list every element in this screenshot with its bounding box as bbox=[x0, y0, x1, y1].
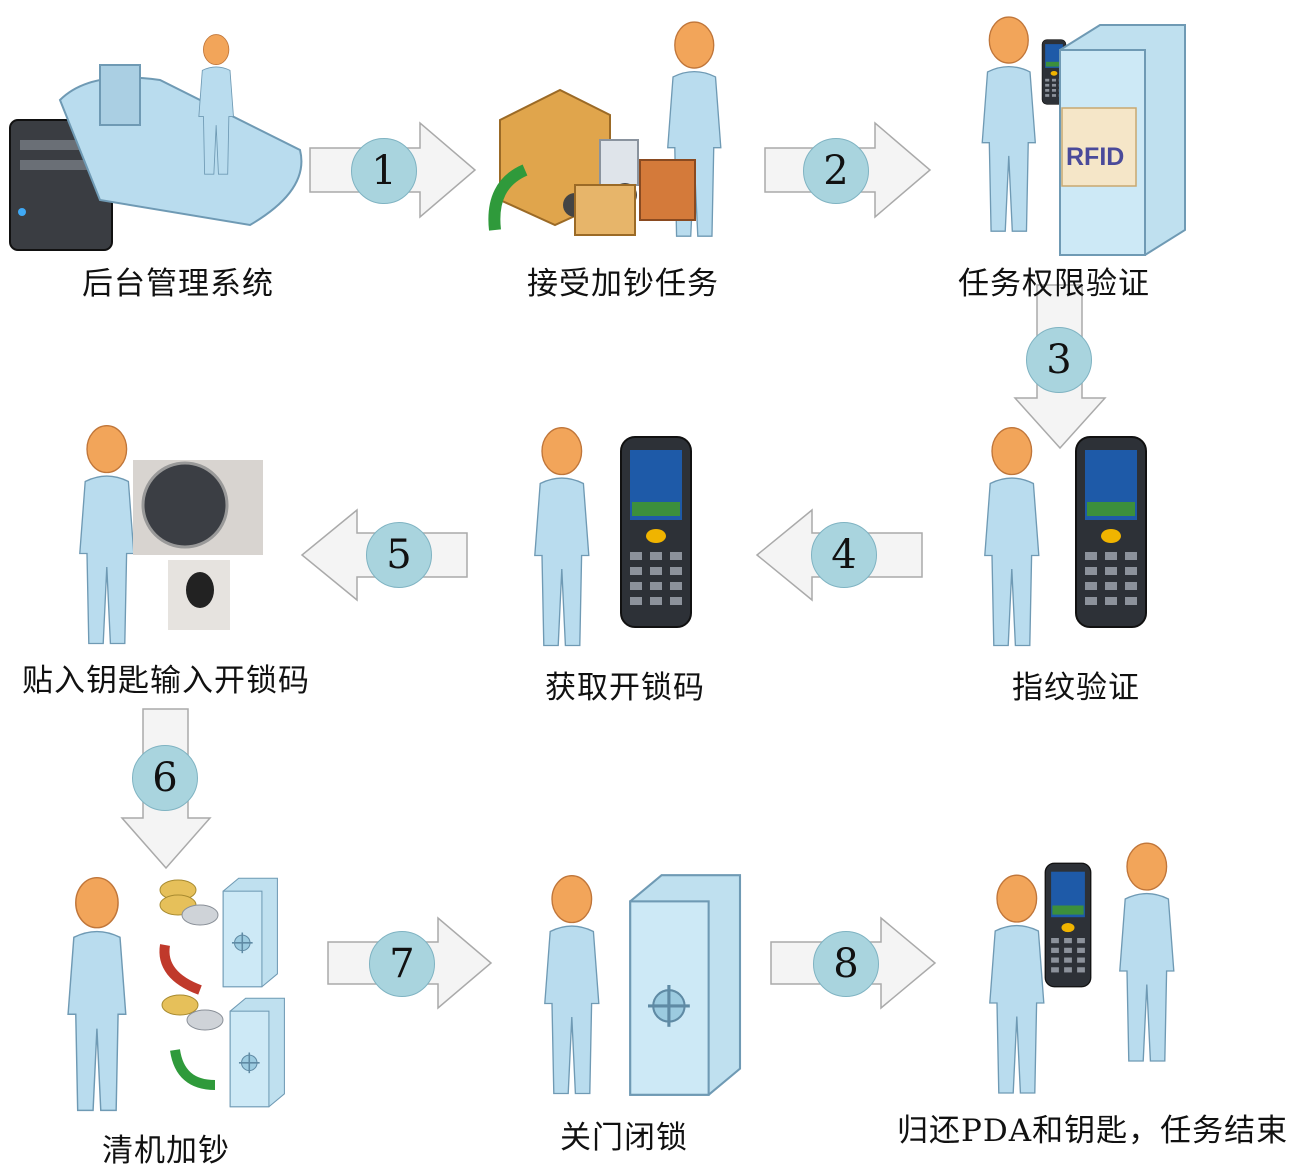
step-number-6: 6 bbox=[132, 745, 198, 811]
label-clear-and-load-cash: 清机加钞 bbox=[102, 1133, 230, 1169]
verifier-person-icon bbox=[981, 16, 1036, 232]
returned-pda-icon bbox=[1044, 862, 1092, 988]
atm-safe-icon bbox=[222, 877, 279, 988]
keypad-lock-icon bbox=[133, 460, 263, 630]
cash-loader-person-icon bbox=[67, 876, 127, 1112]
closer-person-icon bbox=[544, 875, 600, 1095]
receiver-person-icon bbox=[1119, 842, 1175, 1062]
step-number-5: 5 bbox=[366, 522, 432, 588]
briefcase-icon bbox=[639, 159, 696, 221]
return-person-icon bbox=[989, 874, 1045, 1094]
label-accept-task: 接受加钞任务 bbox=[527, 266, 719, 302]
pda-fingerprint-icon bbox=[1074, 435, 1148, 629]
step-number-3: 3 bbox=[1026, 327, 1092, 393]
label-get-unlock-code: 获取开锁码 bbox=[545, 670, 705, 706]
red-arrow-icon bbox=[159, 944, 202, 995]
label-permission-verify: 任务权限验证 bbox=[958, 266, 1150, 302]
rfid-cabinet-icon bbox=[1059, 24, 1186, 256]
truck-icon bbox=[488, 88, 639, 236]
step-number-2: 2 bbox=[803, 138, 869, 204]
step-number-4: 4 bbox=[811, 522, 877, 588]
step-number-1: 1 bbox=[351, 138, 417, 204]
label-backend-system: 后台管理系统 bbox=[82, 266, 274, 302]
fingerprint-person-icon bbox=[984, 427, 1040, 647]
pda-user-person-icon bbox=[534, 427, 590, 647]
coin-stack-icon bbox=[159, 879, 224, 1031]
label-return-pda-and-key: 归还PDA和钥匙，任务结束 bbox=[897, 1113, 1289, 1149]
step-number-7: 7 bbox=[369, 931, 435, 997]
step-number-8: 8 bbox=[813, 931, 879, 997]
green-arrow-icon bbox=[170, 1049, 216, 1090]
label-insert-key-enter-code: 贴入钥匙输入开锁码 bbox=[22, 663, 310, 699]
label-close-and-lock: 关门闭锁 bbox=[560, 1120, 688, 1156]
atm-safe-lower-icon bbox=[229, 997, 286, 1108]
server-computer-icon bbox=[9, 64, 303, 251]
label-fingerprint-verify: 指纹验证 bbox=[1012, 670, 1140, 706]
rfid-label: RFID bbox=[1066, 143, 1125, 171]
pda-device-icon bbox=[619, 435, 693, 629]
closed-safe-icon bbox=[628, 873, 742, 1097]
operator-person-icon bbox=[79, 425, 135, 645]
